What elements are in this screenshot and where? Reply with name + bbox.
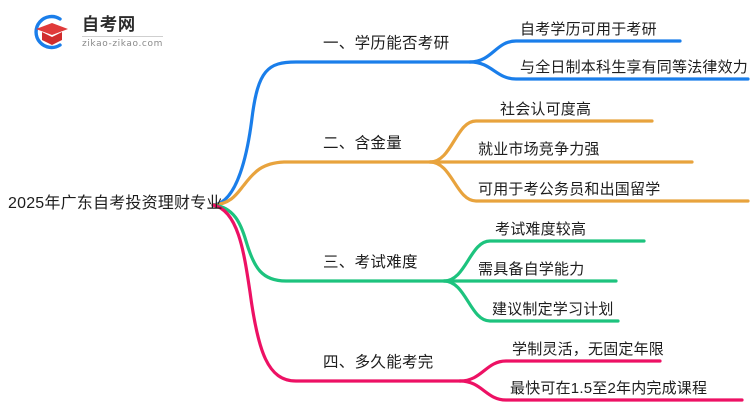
branch-1-connectors — [211, 39, 750, 207]
leaf-label-2-2[interactable]: 就业市场竞争力强 — [478, 141, 600, 158]
branch-3-connectors — [211, 203, 646, 323]
site-logo: 自考网 zikao-zikao.com — [30, 12, 163, 52]
branch-3-child-3-connector — [442, 279, 620, 323]
branch-label-2[interactable]: 二、含金量 — [323, 135, 403, 152]
leaf-label-4-1[interactable]: 学制灵活，无固定年限 — [512, 341, 665, 358]
branch-2-connectors — [211, 119, 750, 207]
branch-4-connectors — [211, 203, 744, 402]
logo-domain: zikao-zikao.com — [82, 38, 163, 49]
branch-2-child-1-connector — [428, 119, 654, 164]
branch-2-child-3-connector — [428, 160, 750, 203]
branch-label-4[interactable]: 四、多久能考完 — [323, 354, 434, 371]
leaf-label-3-3[interactable]: 建议制定学习计划 — [492, 301, 614, 318]
graduation-cap-icon — [30, 12, 74, 52]
leaf-label-3-1[interactable]: 考试难度较高 — [495, 221, 587, 238]
branch-4-child-1-connector — [458, 359, 662, 383]
branch-label-1[interactable]: 一、学历能否考研 — [323, 35, 450, 52]
branch-3-trunk — [211, 203, 446, 283]
branch-label-3[interactable]: 三、考试难度 — [323, 254, 418, 271]
leaf-label-4-2[interactable]: 最快可在1.5至2年内完成课程 — [510, 380, 708, 397]
leaf-label-2-1[interactable]: 社会认可度高 — [500, 101, 592, 118]
leaf-label-1-2[interactable]: 与全日制本科生享有同等法律效力 — [520, 59, 749, 76]
leaf-label-2-3[interactable]: 可用于考公务员和出国留学 — [478, 181, 661, 198]
branch-4-child-2-connector — [458, 379, 744, 402]
leaf-label-1-1[interactable]: 自考学历可用于考研 — [520, 21, 657, 38]
logo-site-name: 自考网 — [82, 16, 163, 37]
branch-1-child-2-connector — [468, 60, 750, 81]
logo-text: 自考网 zikao-zikao.com — [82, 16, 163, 49]
branch-1-trunk — [211, 60, 472, 207]
branch-4-trunk — [211, 203, 462, 383]
leaf-label-3-2[interactable]: 需具备自学能力 — [478, 261, 585, 278]
mindmap-root-label: 2025年广东自考投资理财专业 — [8, 195, 223, 212]
branch-3-child-1-connector — [442, 239, 646, 283]
branch-2-trunk — [211, 160, 432, 207]
